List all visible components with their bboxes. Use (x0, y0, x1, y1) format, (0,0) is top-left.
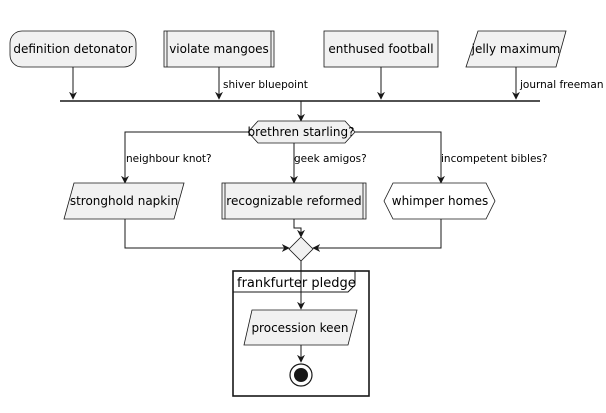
node-label: procession keen (251, 321, 348, 335)
edge-label-journal-freeman: journal freeman (519, 79, 604, 91)
node-recognizable-reformed: recognizable reformed (221, 182, 367, 220)
node-label: whimper homes (392, 194, 488, 208)
node-label: enthused football (328, 42, 433, 56)
guard-incompetent-bibles: incompetent bibles? (441, 153, 547, 165)
merge-diamond (288, 236, 314, 262)
node-label: stronghold napkin (70, 194, 178, 208)
node-procession-keen: procession keen (243, 309, 358, 346)
decision-brethren-starling: brethren starling? (247, 120, 356, 144)
guard-neighbour-knot: neighbour knot? (126, 153, 212, 165)
frame-frankfurter-pledge: frankfurter pledge (232, 270, 370, 397)
node-definition-detonator: definition detonator (9, 30, 137, 68)
node-jelly-maximum: jelly maximum (465, 30, 567, 68)
decision-label: brethren starling? (248, 125, 355, 139)
guard-geek-amigos: geek amigos? (294, 153, 367, 165)
top-edges: shiver bluepoint journal freeman (69, 67, 604, 100)
branch-edges: neighbour knot? geek amigos? incompetent… (121, 131, 547, 184)
node-enthused-football: enthused football (323, 30, 439, 68)
end-stop-icon (289, 363, 313, 387)
node-violate-mangoes: violate mangoes (163, 30, 275, 68)
merge-edges (124, 219, 442, 252)
frame-label: frankfurter pledge (237, 276, 356, 291)
node-label: recognizable reformed (226, 194, 361, 208)
node-label: jelly maximum (471, 42, 561, 56)
node-label: definition detonator (13, 42, 132, 56)
node-label: violate mangoes (169, 42, 269, 56)
node-whimper-homes: whimper homes (383, 182, 496, 220)
node-stronghold-napkin: stronghold napkin (63, 182, 185, 220)
edge-label-shiver-bluepoint: shiver bluepoint (223, 79, 308, 91)
